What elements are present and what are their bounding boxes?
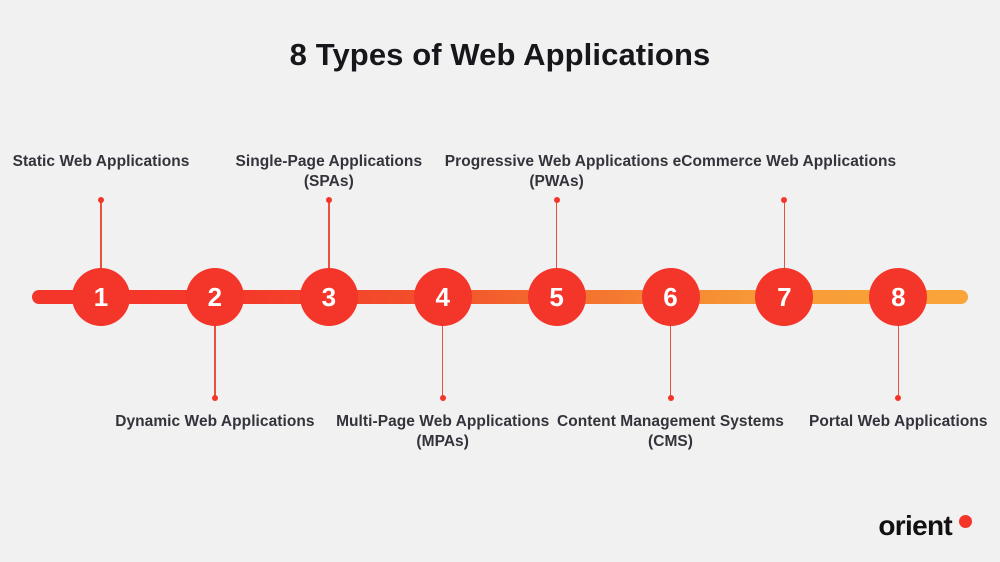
connector-dot-icon-8 (895, 395, 902, 401)
connector-line-7 (783, 200, 786, 272)
connector-line-5 (555, 200, 558, 272)
timeline-node-8[interactable]: 8 (869, 268, 928, 326)
timeline-label-2: Dynamic Web Applications (115, 413, 315, 430)
timeline-label-1: Static Web Applications (12, 153, 190, 170)
timeline-node-4[interactable]: 4 (413, 268, 472, 326)
timeline-bar (32, 290, 968, 304)
connector-line-6 (669, 326, 672, 398)
timeline-label-3: Single-Page Applications (SPAs) (235, 153, 423, 190)
connector-dot-icon-5 (553, 197, 560, 203)
connector-dot-icon-1 (98, 197, 104, 203)
timeline-label-6: Content Management Systems (CMS) (557, 413, 784, 450)
connector-line-4 (441, 326, 444, 398)
timeline-node-7[interactable]: 7 (755, 268, 814, 326)
page-title: 8 Types of Web Applications (289, 37, 711, 72)
connector-dot-icon-7 (781, 197, 788, 203)
logo-wordmark: orient (878, 510, 952, 541)
timeline-node-2[interactable]: 2 (185, 268, 244, 326)
connector-dot-icon-2 (211, 395, 218, 401)
timeline-node-1[interactable]: 1 (72, 268, 130, 326)
brand-logo: orient (878, 512, 972, 540)
connector-dot-icon-4 (439, 395, 446, 401)
connector-line-1 (100, 200, 102, 272)
timeline-node-5[interactable]: 5 (527, 268, 586, 326)
timeline-node-3[interactable]: 3 (299, 268, 358, 326)
connector-line-2 (214, 326, 216, 398)
timeline-node-6[interactable]: 6 (641, 268, 700, 326)
timeline-label-5: Progressive Web Applications (PWAs) (444, 153, 669, 190)
connector-dot-icon-6 (667, 395, 674, 401)
timeline-label-4: Multi-Page Web Applications (MPAs) (336, 413, 550, 450)
connector-line-3 (328, 200, 330, 272)
connector-line-8 (897, 326, 900, 398)
timeline-label-7: eCommerce Web Applications (672, 153, 897, 170)
timeline-label-8: Portal Web Applications (809, 413, 988, 430)
logo-dot-icon (959, 515, 972, 528)
connector-dot-icon-3 (325, 197, 332, 203)
